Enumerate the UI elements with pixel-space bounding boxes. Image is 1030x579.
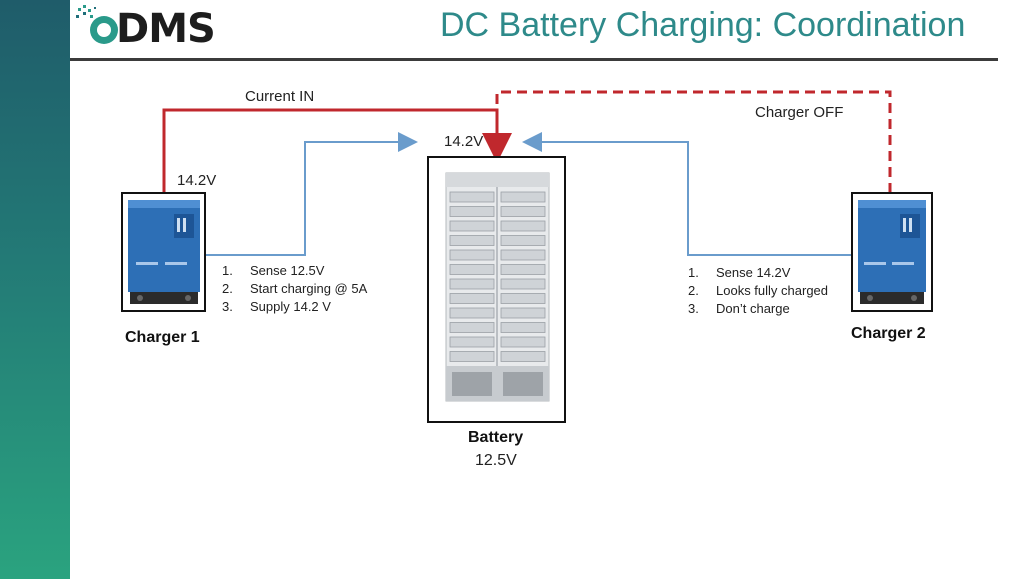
battery-label: Battery — [468, 429, 524, 446]
charger-2-steps: 1.Sense 14.2V 2.Looks fully charged 3.Do… — [688, 264, 828, 318]
sidebar-band — [0, 0, 70, 579]
current-in-label: Current IN — [245, 88, 315, 105]
charger-2-label: Charger 2 — [851, 325, 926, 342]
list-item: 2.Looks fully charged — [688, 283, 829, 298]
logo-text: DMS — [116, 6, 216, 52]
battery-cell-module — [449, 293, 495, 304]
dms-logo: DMS — [74, 2, 224, 54]
battery-cell-module — [449, 220, 495, 232]
battery-cell-module — [449, 307, 495, 319]
battery-cell-module — [449, 235, 495, 246]
list-item: 1.Sense 14.2V — [688, 265, 791, 280]
battery-cell-module — [500, 293, 546, 304]
battery-cell-module — [500, 206, 546, 217]
battery-cell-module — [449, 322, 495, 333]
sense-line-charger-1 — [205, 132, 418, 256]
battery-cell-module — [500, 307, 546, 319]
battery-cell-module — [500, 278, 546, 290]
charger-1-label: Charger 1 — [125, 329, 200, 346]
battery-cell-module — [449, 191, 495, 203]
charger-2-device — [851, 192, 933, 312]
battery-cell-module — [449, 336, 495, 348]
list-item: 2.Start charging @ 5A — [222, 281, 368, 296]
battery-cell-module — [500, 249, 546, 261]
battery-cell-module — [449, 264, 495, 275]
battery-voltage: 12.5V — [475, 452, 517, 469]
battery-cell-module — [449, 249, 495, 261]
battery-cell-module — [449, 278, 495, 290]
charger-1-steps: 1.Sense 12.5V 2.Start charging @ 5A 3.Su… — [222, 262, 367, 316]
battery-cell-module — [500, 351, 546, 362]
page-title: DC Battery Charging: Coordination — [440, 6, 966, 44]
battery-cell-module — [500, 264, 546, 275]
logo-mark-icon — [76, 5, 118, 44]
battery-cell-module — [500, 191, 546, 203]
battery-cell-module — [500, 336, 546, 348]
battery-device — [427, 156, 566, 423]
charger-1-device — [121, 192, 206, 312]
battery-input-voltage: 14.2V — [444, 133, 484, 150]
charger-1-voltage: 14.2V — [177, 172, 217, 189]
battery-cell-module — [500, 235, 546, 246]
battery-cell-module — [500, 220, 546, 232]
battery-cell-module — [500, 322, 546, 333]
charger-off-label: Charger OFF — [755, 104, 844, 121]
charger-off-line — [495, 90, 892, 193]
current-in-line — [162, 108, 512, 193]
battery-cell-module — [449, 206, 495, 217]
list-item: 3.Supply 14.2 V — [222, 299, 331, 314]
list-item: 3.Don’t charge — [688, 301, 790, 316]
list-item: 1.Sense 12.5V — [222, 263, 325, 278]
title-divider — [70, 58, 998, 61]
sense-line-charger-2 — [522, 132, 852, 256]
battery-cell-module — [449, 351, 495, 362]
